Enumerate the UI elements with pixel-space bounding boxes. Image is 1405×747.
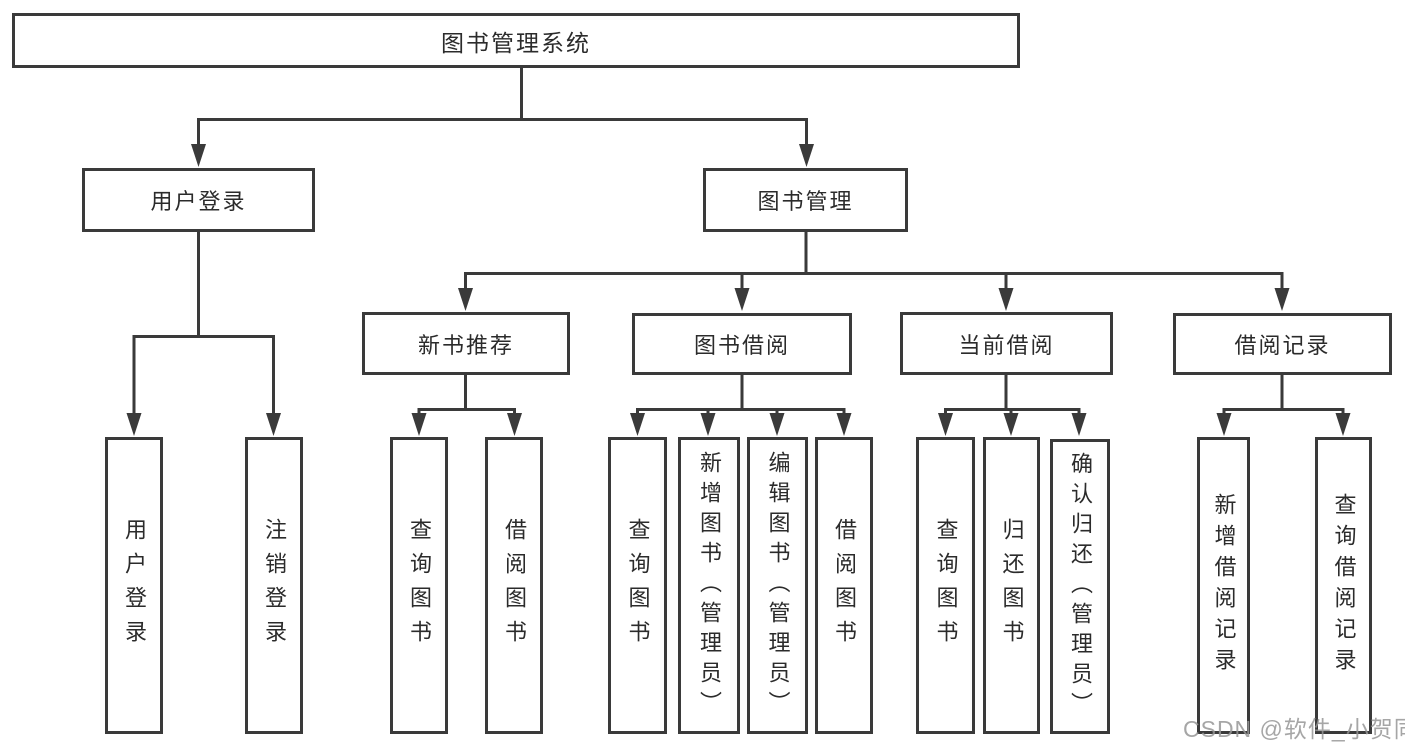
leaf-logout-label: 注销登录 xyxy=(262,517,287,654)
node-new-book-recommend-label: 新书推荐 xyxy=(417,332,514,358)
node-new-book-recommend: 新书推荐 xyxy=(362,312,570,375)
leaf-add-books-admin: 新增图书（管理员） xyxy=(678,437,740,734)
leaf-user-login-label: 用户登录 xyxy=(122,517,147,654)
leaf-query-books-recommend: 查询图书 xyxy=(390,437,448,734)
leaf-query-borrow-record: 查询借阅记录 xyxy=(1315,437,1372,734)
leaf-query-books-recommend-label: 查询图书 xyxy=(407,517,432,654)
leaf-add-borrow-record: 新增借阅记录 xyxy=(1197,437,1250,734)
node-user-login: 用户登录 xyxy=(82,168,315,232)
leaf-query-books-borrow-label: 查询图书 xyxy=(625,517,651,654)
node-book-management: 图书管理 xyxy=(703,168,908,232)
node-user-login-label: 用户登录 xyxy=(150,189,247,214)
node-root: 图书管理系统 xyxy=(12,13,1020,68)
leaf-query-borrow-record-label: 查询借阅记录 xyxy=(1331,492,1357,679)
leaf-user-login: 用户登录 xyxy=(105,437,163,734)
leaf-borrow-books-recommend-label: 借阅图书 xyxy=(502,517,527,654)
leaf-borrow-books-recommend: 借阅图书 xyxy=(485,437,543,734)
leaf-confirm-return-admin: 确认归还（管理员） xyxy=(1050,439,1110,734)
node-current-borrow-label: 当前借阅 xyxy=(958,332,1055,358)
leaf-return-books: 归还图书 xyxy=(983,437,1040,734)
node-root-label: 图书管理系统 xyxy=(441,29,591,56)
leaf-query-books-current-label: 查询图书 xyxy=(933,517,959,654)
leaf-borrow-books-label: 借阅图书 xyxy=(832,517,857,654)
node-book-borrow-label: 图书借阅 xyxy=(693,333,790,358)
watermark: CSDN @软件_小贺同学 xyxy=(1183,716,1405,742)
leaf-edit-books-admin: 编辑图书（管理员） xyxy=(747,437,808,734)
leaf-query-books-current: 查询图书 xyxy=(916,437,975,734)
leaf-borrow-books: 借阅图书 xyxy=(815,437,873,734)
node-book-borrow: 图书借阅 xyxy=(632,313,852,375)
leaf-confirm-return-admin-label: 确认归还（管理员） xyxy=(1068,451,1093,722)
node-book-management-label: 图书管理 xyxy=(757,189,854,214)
node-current-borrow: 当前借阅 xyxy=(900,312,1113,375)
leaf-query-books-borrow: 查询图书 xyxy=(608,437,667,734)
leaf-logout: 注销登录 xyxy=(245,437,303,734)
node-borrow-record-label: 借阅记录 xyxy=(1234,333,1331,358)
leaf-return-books-label: 归还图书 xyxy=(999,517,1025,654)
leaf-add-borrow-record-label: 新增借阅记录 xyxy=(1211,492,1237,679)
leaf-edit-books-admin-label: 编辑图书（管理员） xyxy=(765,450,791,721)
leaf-add-books-admin-label: 新增图书（管理员） xyxy=(697,450,722,721)
node-borrow-record: 借阅记录 xyxy=(1173,313,1392,375)
